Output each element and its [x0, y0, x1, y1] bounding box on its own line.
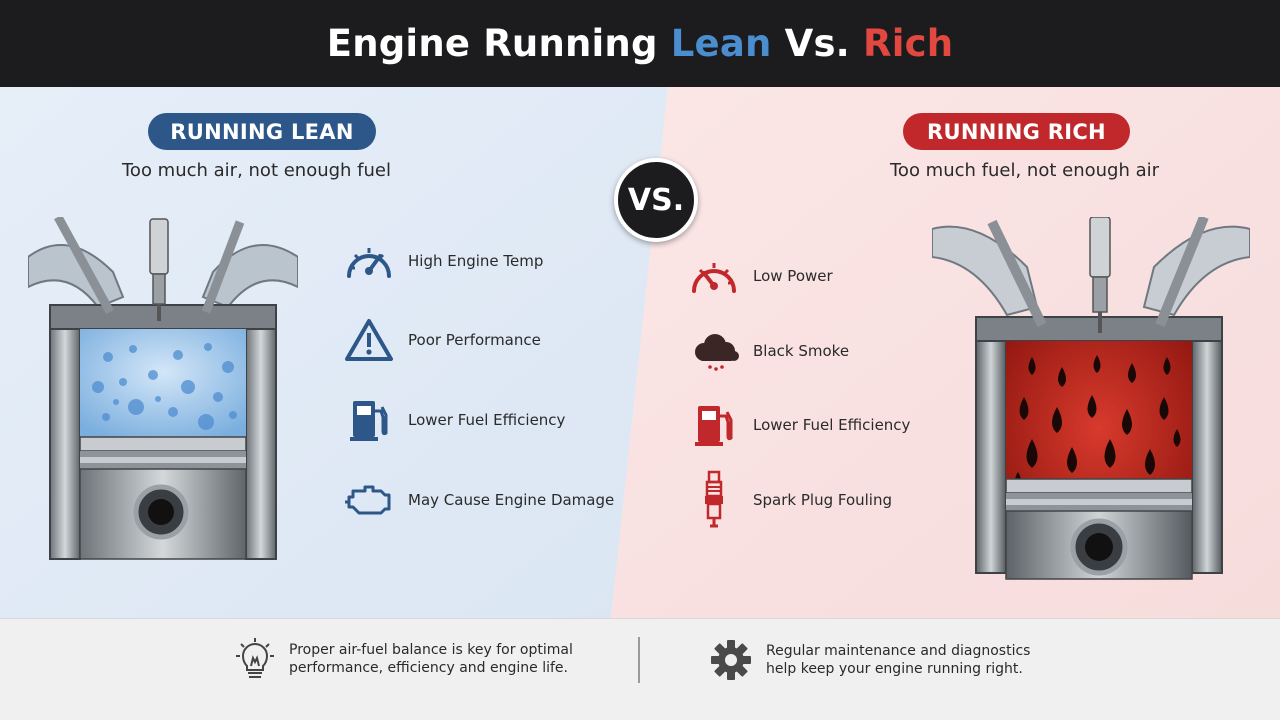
- lean-badge: RUNNING LEAN: [148, 113, 376, 150]
- comparison-panels: RUNNING LEAN Too much air, not enough fu…: [0, 87, 1280, 618]
- title-middle: Vs.: [771, 22, 864, 65]
- fuel-pump-icon: [688, 401, 740, 449]
- lean-item-label: High Engine Temp: [408, 252, 544, 270]
- tip-left: Proper air-fuel balance is key for optim…: [235, 636, 573, 682]
- lean-item-fuel: Lower Fuel Efficiency: [343, 396, 565, 444]
- tip-right: Regular maintenance and diagnostics help…: [710, 639, 1030, 681]
- vs-badge: VS.: [614, 158, 698, 242]
- footer-divider: [638, 637, 640, 683]
- tip-left-line1: Proper air-fuel balance is key for optim…: [289, 642, 573, 658]
- rich-item-label: Lower Fuel Efficiency: [753, 416, 911, 434]
- lean-item-label: Poor Performance: [408, 331, 541, 349]
- lean-engine-illustration: [28, 217, 298, 560]
- lean-subtitle: Too much air, not enough fuel: [122, 160, 392, 181]
- fuel-pump-icon: [343, 396, 395, 444]
- title-prefix: Engine Running: [326, 22, 671, 65]
- smoke-cloud-icon: [688, 327, 740, 375]
- rich-item-fuel: Lower Fuel Efficiency: [688, 401, 910, 449]
- rich-subtitle: Too much fuel, not enough air: [890, 160, 1160, 181]
- rich-item-label: Spark Plug Fouling: [753, 491, 893, 509]
- gauge-icon: [343, 237, 395, 285]
- tip-left-line2: performance, efficiency and engine life.: [289, 660, 568, 676]
- tip-right-line1: Regular maintenance and diagnostics: [766, 643, 1031, 659]
- lightbulb-icon: [236, 638, 274, 678]
- lean-item-label: Lower Fuel Efficiency: [408, 411, 566, 429]
- lean-item-high-temp: High Engine Temp: [343, 237, 543, 285]
- page-title: Engine Running Lean Vs. Rich: [327, 22, 954, 65]
- rich-item-power: Low Power: [688, 252, 833, 300]
- tip-left-text: Proper air-fuel balance is key for optim…: [289, 641, 573, 677]
- lean-item-label: May Cause Engine Damage: [408, 491, 615, 509]
- rich-item-smoke: Black Smoke: [688, 327, 849, 375]
- title-lean: Lean: [670, 22, 772, 65]
- title-rich: Rich: [863, 22, 954, 65]
- rich-item-label: Black Smoke: [753, 342, 850, 360]
- footer-tips: Proper air-fuel balance is key for optim…: [0, 618, 1280, 720]
- warning-icon: [343, 316, 395, 364]
- gauge-icon: [688, 252, 740, 300]
- header-bar: Engine Running Lean Vs. Rich: [0, 0, 1280, 87]
- lean-item-damage: May Cause Engine Damage: [343, 476, 614, 524]
- rich-badge: RUNNING RICH: [903, 113, 1130, 150]
- tip-right-line2: help keep your engine running right.: [766, 661, 1023, 677]
- check-engine-icon: [343, 476, 395, 524]
- rich-item-label: Low Power: [753, 267, 833, 285]
- rich-engine-illustration: [932, 217, 1250, 580]
- gear-icon: [711, 640, 751, 680]
- tip-right-text: Regular maintenance and diagnostics help…: [766, 642, 1030, 678]
- spark-plug-icon: [688, 470, 740, 528]
- rich-item-spark: Spark Plug Fouling: [688, 470, 893, 528]
- lean-item-performance: Poor Performance: [343, 316, 541, 364]
